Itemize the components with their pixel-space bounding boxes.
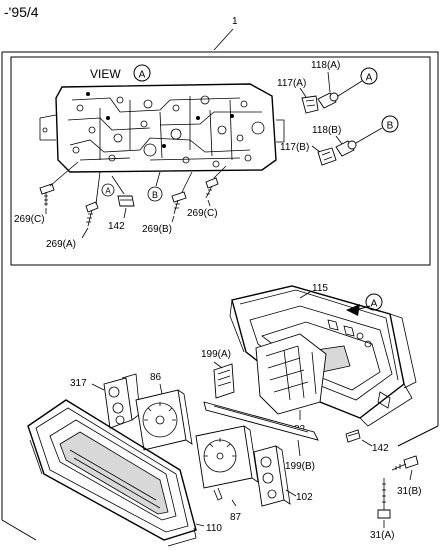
part-142-view-label: 142	[108, 221, 125, 232]
leader-87	[231, 499, 237, 507]
leader-142-main	[361, 439, 373, 447]
assembly-leader-line	[213, 28, 234, 51]
leader-86	[159, 383, 163, 395]
screw-269a	[85, 201, 99, 227]
gauge-317	[103, 373, 141, 429]
clip-142-main	[345, 429, 361, 443]
svg-text:B: B	[152, 190, 158, 200]
leader-269c-right-to-board	[213, 165, 227, 179]
leader-117b	[311, 145, 321, 153]
leader-115	[299, 291, 311, 299]
leader-199a	[213, 361, 223, 369]
leader-199b	[297, 439, 301, 457]
bulb-118a	[317, 92, 339, 109]
part-142-main-label: 142	[372, 443, 389, 454]
part-269b-label: 269(B)	[142, 224, 172, 235]
leader-317	[91, 383, 105, 391]
screw-269b	[171, 191, 187, 215]
leader-b-small-to-board	[155, 171, 161, 187]
assembly-outline	[1, 51, 439, 520]
svg-text:A: A	[366, 73, 373, 84]
model-year-label: -'95/4	[4, 4, 39, 20]
part-31b-label: 31(B)	[397, 486, 421, 497]
part-110-label: 110	[206, 523, 222, 534]
view-title-marker: A	[133, 64, 151, 82]
part-117b-label: 117(B)	[280, 142, 309, 153]
shield-plate-199a	[213, 363, 235, 399]
screw-31b	[391, 455, 419, 471]
printed-circuit-82	[255, 333, 327, 415]
svg-text:B: B	[387, 121, 394, 132]
part-118a-label: 118(A)	[311, 60, 340, 71]
part-115-label: 115	[312, 283, 328, 294]
leader-142-to-marker	[111, 175, 125, 195]
part-269a-label: 269(A)	[46, 239, 76, 250]
leader-269b	[171, 215, 175, 223]
cluster-lens-110	[27, 399, 197, 547]
screw-269c-right	[205, 177, 219, 199]
svg-text:A: A	[139, 70, 146, 81]
part-199a-label: 199(A)	[201, 349, 231, 360]
part-269c-left-label: 269(C)	[14, 214, 45, 225]
svg-text:A: A	[105, 187, 111, 196]
printed-circuit-board	[39, 83, 285, 173]
leader-102	[285, 489, 297, 497]
leader-117a	[299, 87, 307, 98]
part-199b-label: 199(B)	[285, 461, 315, 472]
tachometer-87	[195, 425, 259, 501]
view-marker-b: B	[381, 115, 399, 133]
leader-110	[195, 523, 205, 527]
assembly-number: 1	[232, 16, 238, 27]
leader-142-view	[123, 207, 127, 219]
svg-text:A: A	[371, 299, 378, 310]
part-118b-label: 118(B)	[312, 125, 341, 136]
leader-marker-b-view	[355, 127, 383, 144]
part-317-label: 317	[70, 378, 87, 389]
assembly-outline-lower	[1, 425, 439, 541]
part-269c-right-label: 269(C)	[187, 208, 218, 219]
part-117a-label: 117(A)	[277, 78, 306, 89]
clip-142-view	[117, 195, 135, 207]
gauge-102	[253, 445, 291, 507]
socket-117a	[301, 95, 319, 114]
leader-31b	[409, 469, 413, 481]
bulb-118b	[335, 140, 357, 157]
view-marker-b-small: B	[147, 186, 163, 202]
screw-269c-left	[39, 183, 55, 206]
leader-269c-right	[207, 199, 211, 207]
leader-marker-a-view	[337, 80, 363, 97]
leader-269a-to-board	[95, 171, 101, 205]
leader-269c-left-to-board	[49, 161, 79, 187]
view-a-frame	[10, 56, 431, 266]
leader-118a	[327, 71, 331, 93]
part-102-label: 102	[296, 492, 313, 503]
socket-117b	[317, 147, 337, 166]
main-marker-a: A	[365, 293, 383, 311]
screw-31a	[377, 478, 391, 519]
shield-plate-199b	[203, 401, 319, 441]
part-87-label: 87	[230, 512, 242, 523]
part-31a-label: 31(A)	[370, 530, 394, 541]
leader-269b-to-board	[181, 171, 193, 193]
view-title: VIEW	[90, 67, 121, 81]
leader-269a	[81, 227, 89, 239]
leader-118b	[335, 135, 343, 145]
speedometer-86	[135, 389, 193, 451]
view-marker-a: A	[360, 67, 378, 85]
part-86-label: 86	[150, 372, 162, 383]
view-marker-a-small: A	[101, 183, 115, 197]
